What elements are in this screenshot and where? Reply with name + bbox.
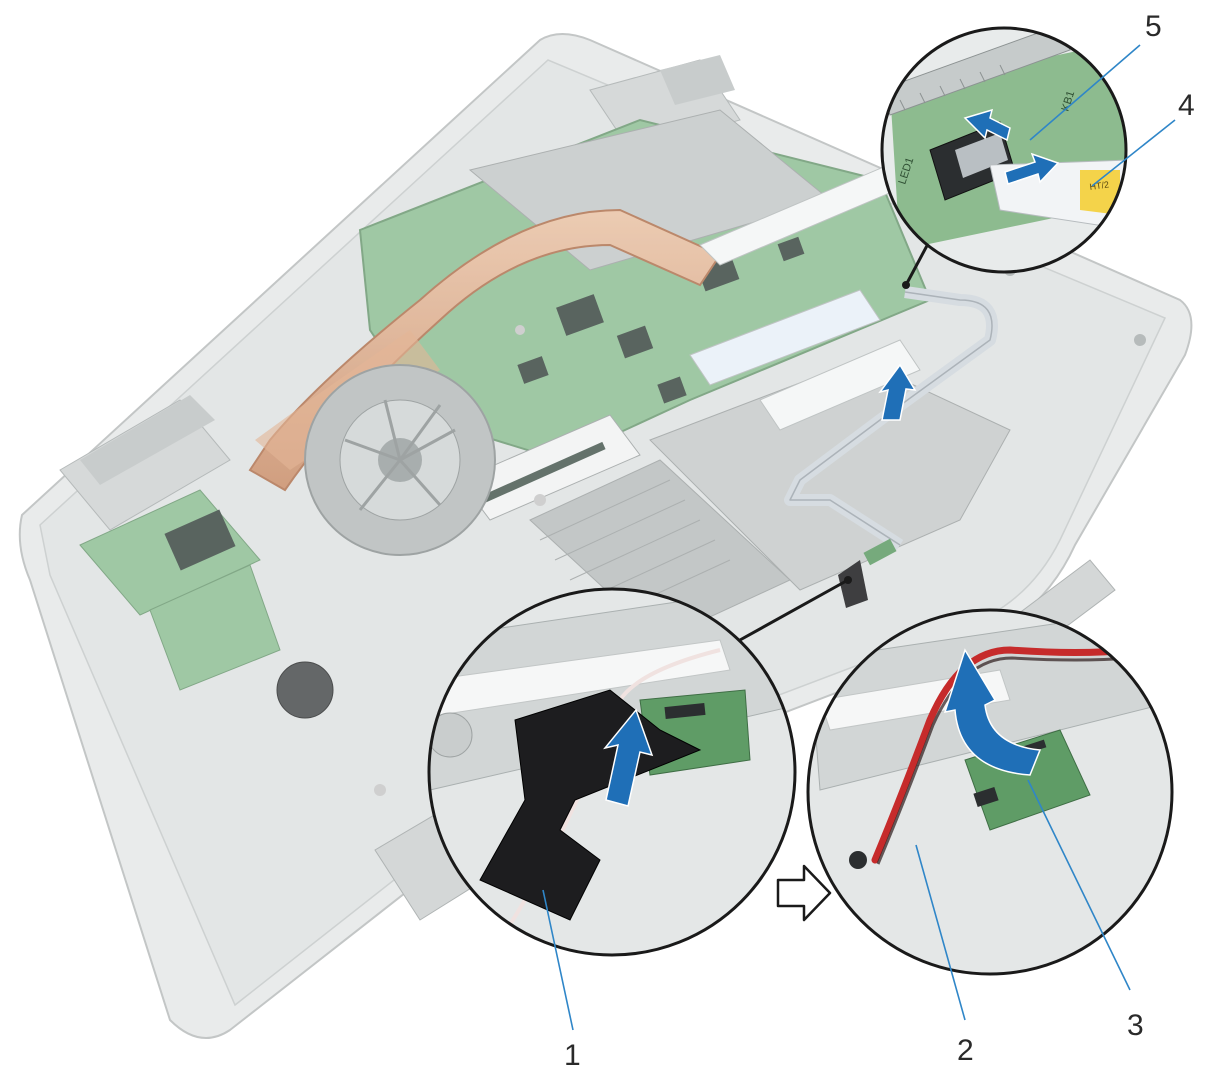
zoom-circle-connector: HT/2 LED1 KB1 (880, 26, 1128, 274)
callout-line-2 (915, 844, 966, 1021)
callout-line-4 (1091, 119, 1176, 187)
peel-arrow-icon (943, 648, 1042, 776)
flip-arrow-icon (963, 108, 1011, 142)
cooling-fan (304, 364, 496, 556)
callout-line-1 (542, 889, 574, 1031)
leader-line-top (904, 239, 932, 286)
callout-line-3 (1027, 779, 1131, 991)
callout-number-4: 4 (1178, 89, 1195, 122)
zoom-circle-foam (427, 587, 797, 957)
callout-number-3: 3 (1127, 1009, 1144, 1042)
coin-battery (276, 661, 334, 719)
transition-arrow-icon (776, 864, 832, 922)
flex-tag-label: HT/2 (1089, 179, 1110, 192)
foam-small (838, 560, 868, 608)
callout-number-2: 2 (957, 1034, 974, 1067)
leader-line-bottom (739, 578, 849, 642)
zoom-circle-wire (806, 608, 1174, 976)
lift-arrow-icon (878, 363, 917, 421)
slide-arrow-icon (1004, 152, 1060, 185)
callout-number-1: 1 (564, 1039, 581, 1072)
lift-arrow-icon (603, 708, 654, 807)
callout-lines (542, 44, 1176, 1031)
hinge-left (59, 395, 231, 531)
callout-line-5 (1029, 44, 1141, 141)
callout-number-5: 5 (1145, 10, 1162, 43)
laptop-base (18, 33, 1193, 1039)
